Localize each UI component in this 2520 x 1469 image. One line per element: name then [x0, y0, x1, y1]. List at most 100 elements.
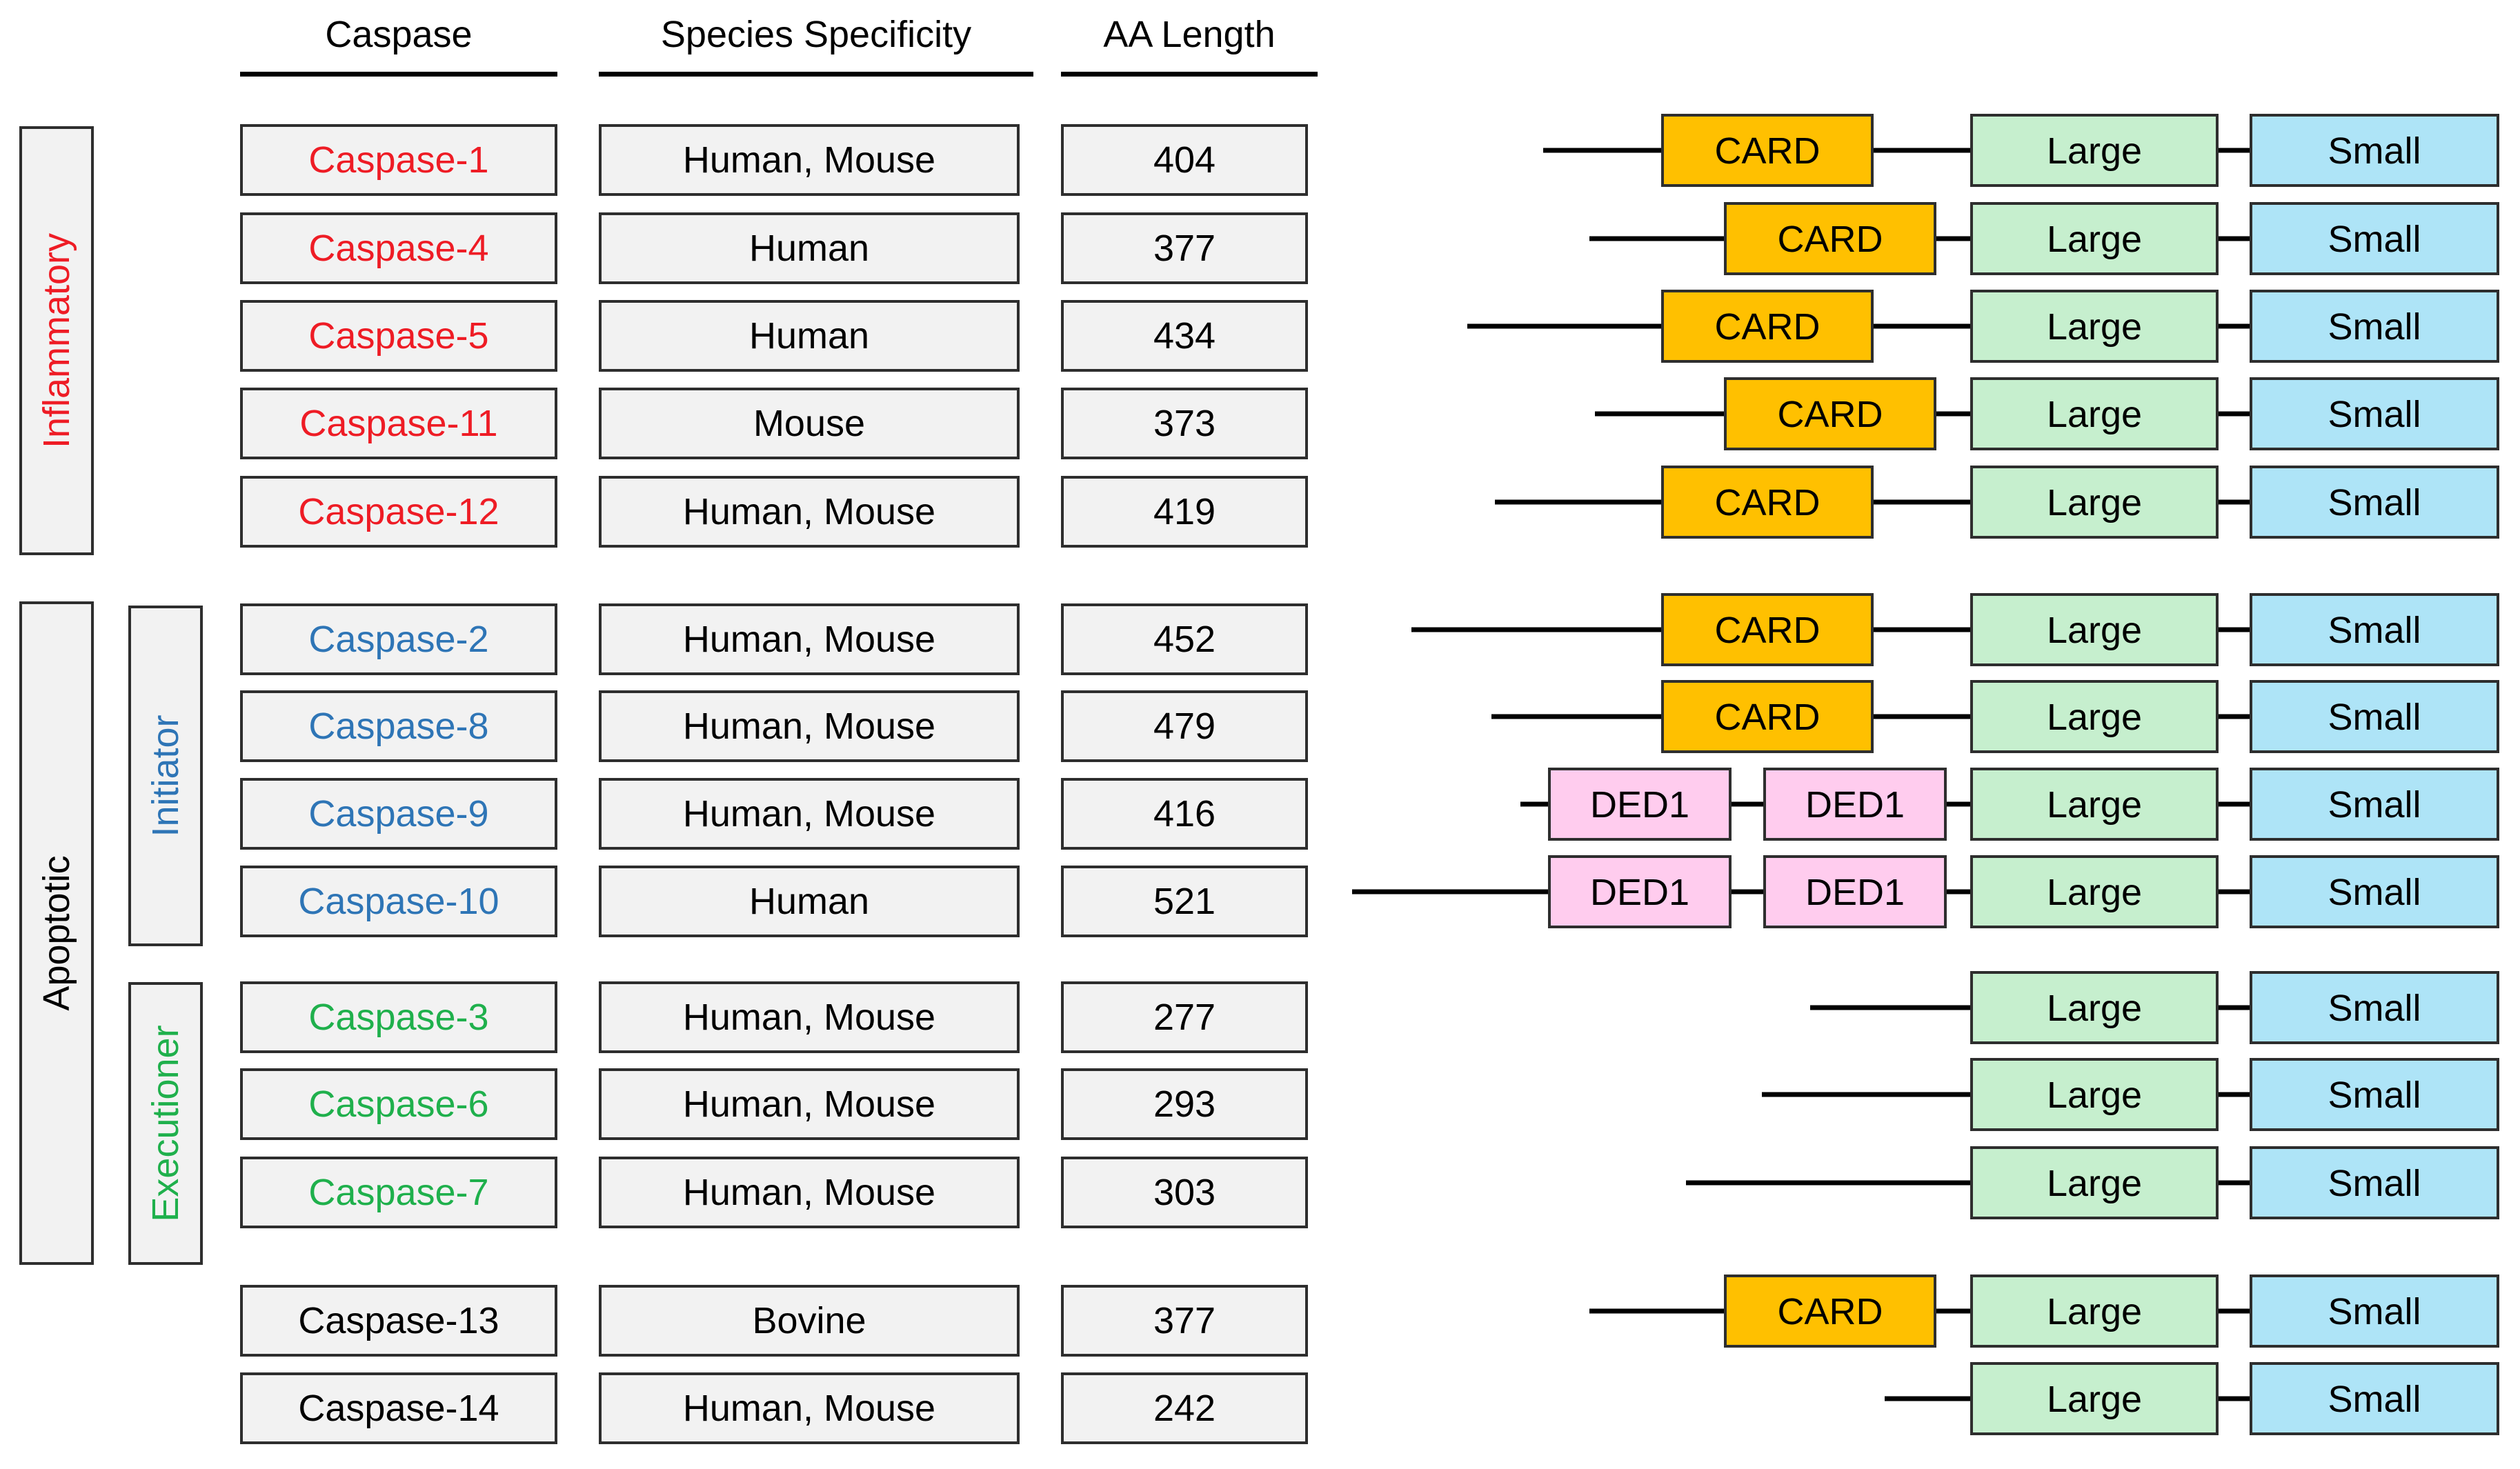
caspase-name-cell: Caspase-8	[240, 690, 557, 762]
domain-large-box	[1970, 1275, 2219, 1348]
aa-length-cell: 303	[1061, 1157, 1308, 1228]
domain-large-label: Large	[2047, 872, 2142, 913]
domain-ded1-box	[1548, 768, 1732, 841]
domain-small-box	[2250, 290, 2499, 363]
domain-small-box	[2250, 1146, 2499, 1219]
domain-large-box	[1970, 593, 2219, 666]
domain-card-box	[1661, 680, 1874, 753]
species-cell: Human, Mouse	[599, 1372, 1020, 1444]
species-cell: Human, Mouse	[599, 603, 1020, 675]
domain-ded1-box	[1763, 768, 1947, 841]
header-caspase: Caspase	[325, 14, 473, 55]
domain-small-label: Small	[2328, 219, 2421, 260]
domain-large-label: Large	[2047, 610, 2142, 651]
domain-large-label: Large	[2047, 1291, 2142, 1332]
domain-large-box	[1970, 114, 2219, 187]
domain-small-label: Small	[2328, 130, 2421, 172]
caspase-name-cell: Caspase-11	[240, 388, 557, 459]
domain-card-label: CARD	[1714, 130, 1820, 172]
domain-large-label: Large	[2047, 1075, 2142, 1116]
domain-small-box	[2250, 202, 2499, 275]
header-aa-length: AA Length	[1103, 14, 1276, 55]
species-cell: Human, Mouse	[599, 1157, 1020, 1228]
caspase-name-cell: Caspase-1	[240, 124, 557, 196]
species-cell: Bovine	[599, 1285, 1020, 1357]
aa-length-cell: 373	[1061, 388, 1308, 459]
domain-card-box	[1661, 290, 1874, 363]
caspase-name-cell: Caspase-3	[240, 981, 557, 1053]
domain-card-label: CARD	[1714, 697, 1820, 738]
domain-card-box	[1661, 114, 1874, 187]
domain-card-box	[1661, 466, 1874, 539]
domain-large-label: Large	[2047, 130, 2142, 172]
domain-large-label: Large	[2047, 394, 2142, 435]
caspase-name-cell: Caspase-13	[240, 1285, 557, 1357]
domain-card-box	[1661, 593, 1874, 666]
domain-card-label: CARD	[1777, 394, 1883, 435]
domain-large-box	[1970, 202, 2219, 275]
domain-small-label: Small	[2328, 872, 2421, 913]
domain-large-label: Large	[2047, 697, 2142, 738]
domain-large-box	[1970, 768, 2219, 841]
aa-length-cell: 419	[1061, 476, 1308, 548]
domain-large-label: Large	[2047, 482, 2142, 523]
domain-small-label: Small	[2328, 697, 2421, 738]
domain-card-box	[1724, 202, 1936, 275]
species-cell: Human, Mouse	[599, 1068, 1020, 1140]
domain-small-box	[2250, 1362, 2499, 1435]
domain-large-box	[1970, 855, 2219, 928]
domain-small-label: Small	[2328, 1291, 2421, 1332]
aa-length-cell: 404	[1061, 124, 1308, 196]
domain-small-box	[2250, 114, 2499, 187]
domain-large-label: Large	[2047, 784, 2142, 826]
domain-card-label: CARD	[1777, 219, 1883, 260]
domain-card-label: CARD	[1714, 306, 1820, 348]
aa-length-cell: 277	[1061, 981, 1308, 1053]
domain-small-box	[2250, 377, 2499, 450]
domain-large-label: Large	[2047, 306, 2142, 348]
aa-length-cell: 479	[1061, 690, 1308, 762]
header-aa-length-underline	[1061, 72, 1318, 77]
caspase-name-cell: Caspase-2	[240, 603, 557, 675]
domain-small-box	[2250, 466, 2499, 539]
domain-large-box	[1970, 1362, 2219, 1435]
domain-card-label: CARD	[1714, 482, 1820, 523]
domain-card-label: CARD	[1777, 1291, 1883, 1332]
domain-ded1-box	[1763, 855, 1947, 928]
species-cell: Human	[599, 866, 1020, 937]
header-species: Species Specificity	[660, 14, 972, 55]
group-box-initiator	[128, 606, 203, 946]
domain-small-label: Small	[2328, 1163, 2421, 1204]
caspase-name-cell: Caspase-6	[240, 1068, 557, 1140]
domain-large-box	[1970, 1146, 2219, 1219]
domain-small-label: Small	[2328, 1075, 2421, 1116]
aa-length-cell: 434	[1061, 300, 1308, 372]
aa-length-cell: 377	[1061, 1285, 1308, 1357]
domain-small-label: Small	[2328, 988, 2421, 1029]
domain-card-label: CARD	[1714, 610, 1820, 651]
domain-small-label: Small	[2328, 306, 2421, 348]
species-cell: Human, Mouse	[599, 476, 1020, 548]
domain-small-box	[2250, 1058, 2499, 1131]
domain-small-label: Small	[2328, 394, 2421, 435]
domain-card-box	[1724, 377, 1936, 450]
domain-large-label: Large	[2047, 1163, 2142, 1204]
caspase-name-cell: Caspase-14	[240, 1372, 557, 1444]
header-species-underline	[599, 72, 1033, 77]
domain-ded1-label: DED1	[1590, 872, 1689, 913]
aa-length-cell: 521	[1061, 866, 1308, 937]
species-cell: Human, Mouse	[599, 124, 1020, 196]
domain-small-label: Small	[2328, 482, 2421, 523]
domain-small-box	[2250, 768, 2499, 841]
domain-ded1-label: DED1	[1805, 784, 1905, 826]
aa-length-cell: 416	[1061, 778, 1308, 850]
domain-large-box	[1970, 971, 2219, 1044]
domain-large-box	[1970, 1058, 2219, 1131]
aa-length-cell: 377	[1061, 212, 1308, 284]
group-box-apoptotic	[19, 601, 94, 1265]
domain-large-label: Large	[2047, 1379, 2142, 1420]
domain-small-box	[2250, 971, 2499, 1044]
caspase-name-cell: Caspase-12	[240, 476, 557, 548]
domain-ded1-label: DED1	[1590, 784, 1689, 826]
aa-length-cell: 242	[1061, 1372, 1308, 1444]
